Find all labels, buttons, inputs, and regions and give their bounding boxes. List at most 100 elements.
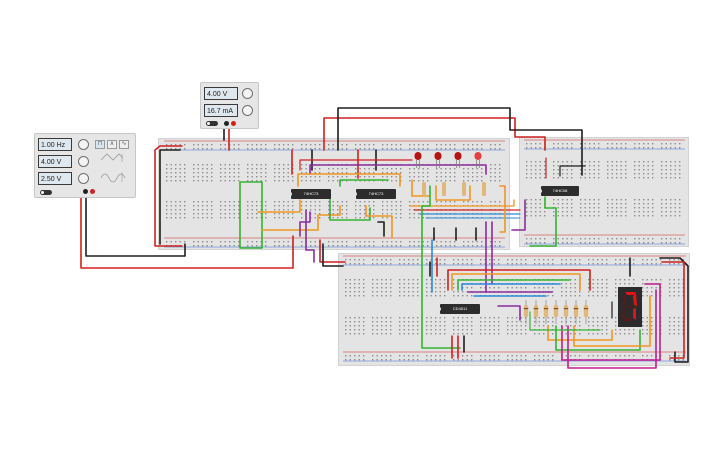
led-1 [414,152,422,160]
wire-gen-ground [85,191,186,257]
chip-74hc08[interactable]: 74HC08 [540,186,579,196]
wire-green-long [421,185,461,349]
wire-orange-bridge [297,173,401,187]
current-knob[interactable] [242,105,253,116]
led-resistor-1 [422,182,426,196]
wire-purple-low [305,209,315,263]
wire-orange-3 [365,205,393,239]
wire-orange-seg-1 [547,325,613,341]
triangle-wave-icon[interactable]: ∧ [107,140,117,149]
segment-resistor-4 [553,305,559,317]
led-3 [454,152,462,160]
breadboard-top-left[interactable] [158,138,510,250]
current-display: 16.7 mA [204,104,238,117]
led-resistor-4 [482,182,486,196]
wire-right-loop-black [659,257,689,363]
seven-segment-display[interactable] [618,287,642,327]
wire-orange-5 [435,185,471,201]
wire-red-arc [447,269,591,291]
wire-top-bridge-black [337,107,583,176]
amplitude-display: 4.00 V [38,155,72,168]
resistor-band-4 [553,308,559,310]
wire-to-bottom-red [319,239,346,263]
wire-orange-4 [411,179,431,197]
chip-cd4511[interactable]: CD4511 [439,304,480,314]
supply-power-switch[interactable] [206,121,218,126]
segment-resistor-5 [563,305,569,317]
generator-terminal-neg[interactable] [83,189,88,194]
wire-top-bridge-red [323,117,546,151]
waveform-preview-icon [100,153,126,183]
wire-black-mid [377,221,385,237]
supply-terminal-pos[interactable] [231,121,236,126]
generator-power-switch[interactable] [40,190,52,195]
tr-rail-holes-bottom [526,238,681,244]
resistor-band-5 [563,308,569,310]
segment-resistor-7 [583,305,589,317]
wire-green-mid-2 [339,179,389,187]
offset-display: 2.50 V [38,172,72,185]
wire-orange-edge [499,185,506,233]
resistor-band-2 [533,308,539,310]
wire-orange-seg-2 [573,295,651,347]
frequency-display: 1.00 Hz [38,138,72,151]
bt-lower-holes [345,317,684,335]
wire-purple-edge [511,199,526,231]
square-wave-icon[interactable]: ⊓ [95,140,105,149]
led-resistor-3 [462,182,466,196]
wire-green-right [529,196,557,247]
amplitude-knob[interactable] [78,156,89,167]
wire-magenta-seg-2 [567,289,657,369]
chip-74hc73-right[interactable]: 74HC73 [355,189,396,199]
wire-green-seg [555,325,641,351]
wire-green-arc [457,279,571,291]
wire-blue-arc [461,283,561,291]
resistor-band-7 [583,308,589,310]
voltage-knob[interactable] [242,88,253,99]
digit-segments [622,292,637,321]
power-supply[interactable]: 4.00 V 16.7 mA [200,82,259,129]
wire-left-rail-red [154,145,183,247]
supply-terminal-neg[interactable] [224,121,229,126]
wire-purple-2 [299,211,311,237]
function-generator[interactable]: 1.00 Hz 4.00 V 2.50 V ⊓ ∧ ∿ [34,133,136,198]
wire-magenta-seg-1 [561,283,661,361]
wire-green-mid [329,195,371,221]
chip-74hc73-left[interactable]: 74HC73 [290,189,331,199]
wire-right-loop-red [661,261,685,359]
wire-purple-dec [497,305,521,321]
wire-green-loop [239,181,263,249]
wire-to-bottom-black [322,243,344,267]
segment-resistor-6 [573,305,579,317]
generator-terminal-pos[interactable] [90,189,95,194]
led-resistor-2 [442,182,446,196]
segment-resistor-2 [533,305,539,317]
led-2 [434,152,442,160]
wire-green-seg-2 [529,311,601,331]
resistor-band-1 [523,308,529,310]
wire-left-rail-black [159,149,181,245]
wire-orange-arc [451,273,581,291]
wire-black-right [559,165,586,177]
led-4 [474,152,482,160]
sine-wave-icon[interactable]: ∿ [119,140,129,149]
resistor-band-6 [573,308,579,310]
wire-orange-long [409,199,515,207]
tr-upper-holes [526,161,681,179]
offset-knob[interactable] [78,173,89,184]
wire-orange-1 [257,199,301,213]
tl-upper-holes [166,164,501,182]
wire-red-top [299,159,413,171]
wire-gen-signal [80,191,294,269]
segment-resistor-3 [543,305,549,317]
segment-resistor-1 [523,305,529,317]
tr-rail-holes-top [526,143,681,149]
frequency-knob[interactable] [78,139,89,150]
resistor-band-3 [543,308,549,310]
tl-rail-holes-bottom [166,241,501,247]
voltage-display: 4.00 V [204,87,238,100]
wire-purple-top [309,164,487,175]
tl-rail-holes-top [166,144,501,150]
